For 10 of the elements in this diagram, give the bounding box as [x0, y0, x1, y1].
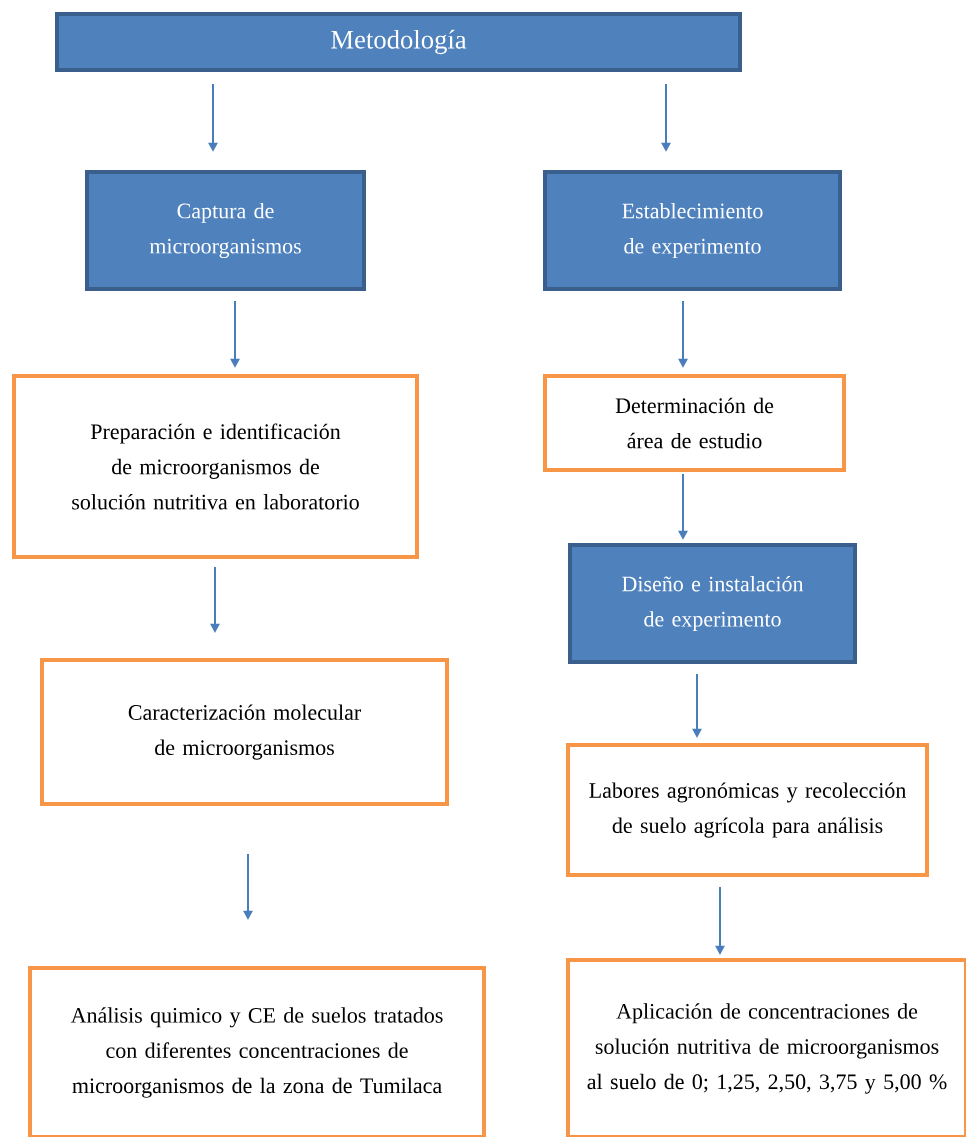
step-box: Preparación e identificación de microorganismos de solución nutritiva en laboratorio — [12, 374, 419, 559]
step-box: Aplicación de concentraciones de solución nutritiva de microorganismos al suelo de 0; 1,25, 2,50, 3,75 y 5,00 % — [566, 958, 966, 1137]
process-box: Diseño e instalación de experimento — [568, 543, 857, 664]
step-box: Caracterización molecular de microorganismos — [40, 658, 449, 806]
step-box: Labores agronómicas y recolección de suelo agrícola para análisis — [566, 743, 929, 877]
step-box: Análisis quimico y CE de suelos tratados con diferentes concentraciones de microorganismos de la zona de Tumilaca — [28, 966, 486, 1137]
process-box: Metodología — [55, 12, 742, 72]
step-box: Determinación de área de estudio — [543, 374, 846, 472]
process-box: Establecimiento de experimento — [543, 170, 842, 291]
process-box: Captura de microorganismos — [85, 170, 366, 291]
